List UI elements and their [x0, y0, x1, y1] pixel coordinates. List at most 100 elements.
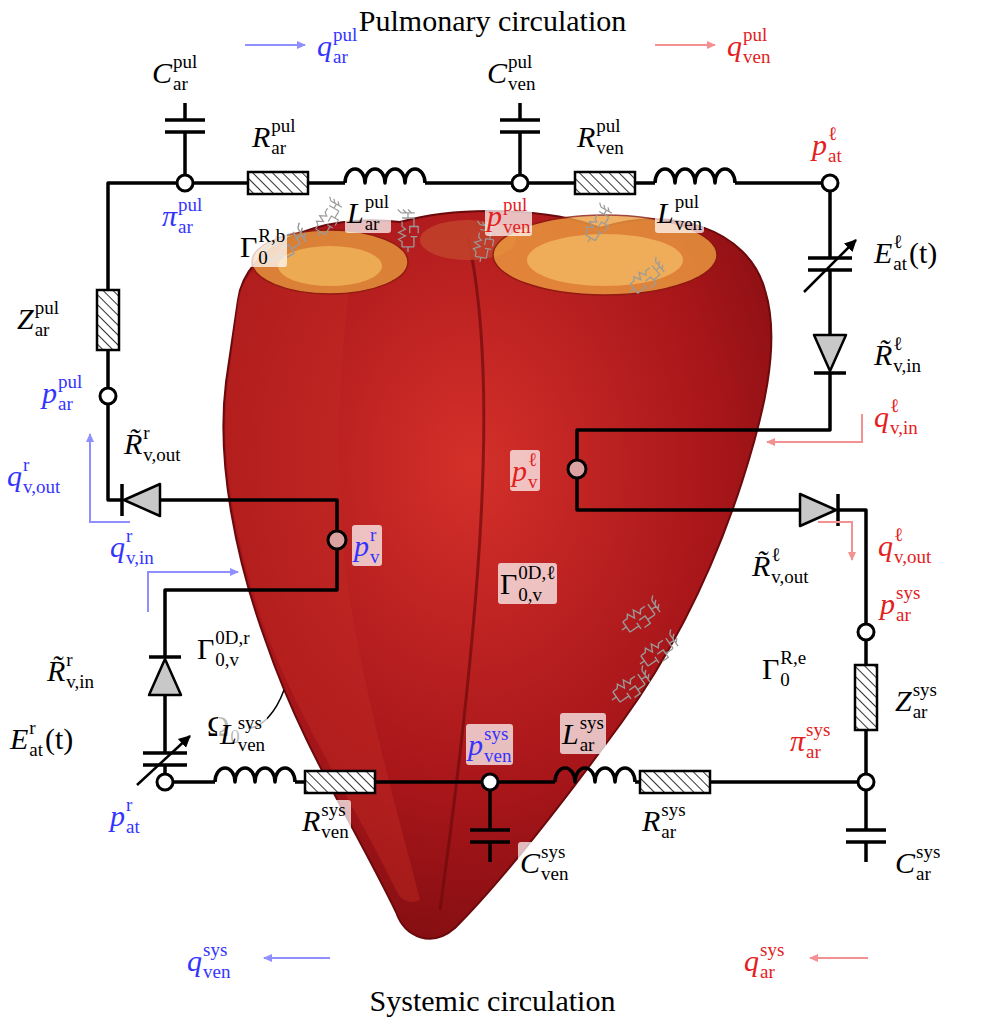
- symbol-base: R̃: [752, 551, 770, 581]
- subscript: ar: [365, 214, 389, 233]
- index-column: rv,in: [126, 526, 154, 567]
- symbol-label: psysven: [466, 724, 513, 765]
- superscript: sys: [321, 800, 348, 819]
- index-column: pul ar: [333, 25, 357, 66]
- subscript: at: [126, 817, 140, 836]
- subscript: 0: [258, 248, 285, 267]
- index-column: rv,out: [23, 455, 60, 496]
- symbol-label: qpul ar: [315, 25, 359, 66]
- superscript: ℓ: [528, 450, 538, 469]
- subscript: ven: [508, 74, 535, 93]
- symbol-base: C: [487, 58, 507, 88]
- subscript: v,in: [66, 672, 94, 691]
- symbol-base: p: [468, 730, 483, 760]
- symbol-base: p: [512, 456, 527, 486]
- superscript: pul: [35, 298, 59, 317]
- superscript: sys: [896, 583, 920, 602]
- symbol-label: ppulven: [485, 195, 532, 236]
- symbol-label: pℓat: [810, 124, 844, 165]
- symbol-label: πsysar: [788, 720, 832, 761]
- superscript: pul: [178, 195, 202, 214]
- symbol-label: prv: [352, 525, 382, 566]
- superscript: sys: [913, 680, 937, 699]
- symbol-label: Zsysar: [893, 680, 939, 721]
- variable-capacitor-arrows: [137, 240, 856, 785]
- subscript: ar: [661, 822, 685, 841]
- index-column: rat: [29, 718, 43, 759]
- subscript: ar: [580, 735, 604, 754]
- superscript: pul: [58, 372, 82, 391]
- superscript: ℓ: [893, 232, 907, 251]
- superscript: ℓ: [893, 334, 921, 353]
- symbol-label: Zpular: [15, 298, 61, 339]
- superscript: r: [370, 525, 380, 544]
- index-column: sysven: [238, 713, 265, 754]
- index-column: sysar: [580, 713, 604, 754]
- superscript: r: [143, 423, 180, 442]
- subscript: 0,v: [518, 585, 555, 604]
- superscript: pul: [333, 25, 357, 44]
- subscript: v,out: [771, 567, 808, 586]
- index-column: pulven: [743, 25, 770, 66]
- superscript: ℓ: [894, 525, 931, 544]
- index-column: sysar: [806, 720, 830, 761]
- flow-arrows: [90, 45, 868, 958]
- symbol-base: L: [220, 719, 237, 749]
- subscript: v,in: [890, 418, 918, 437]
- symbol-base: L: [657, 198, 674, 228]
- superscript: R,b: [258, 226, 285, 245]
- superscript: pul: [365, 192, 389, 211]
- symbol-label: Erat(t): [8, 718, 75, 759]
- resistor-symbols: [97, 172, 877, 793]
- symbol-label: Cpular: [150, 52, 199, 93]
- index-column: 0D,ℓ0,v: [518, 563, 555, 604]
- symbol-base: Γ: [762, 654, 779, 684]
- symbol-label: Eℓat(t): [872, 232, 939, 273]
- symbol-label: Rpulven: [575, 116, 626, 157]
- index-column: pular: [178, 195, 202, 236]
- symbol-label: qℓ v,out: [876, 525, 933, 566]
- subscript: ar: [35, 320, 59, 339]
- superscript: sys: [541, 842, 568, 861]
- index-column: sysven: [541, 842, 568, 883]
- symbol-base: q: [317, 31, 332, 61]
- superscript: pul: [271, 116, 295, 135]
- superscript: pul: [675, 192, 702, 211]
- symbol-base: C: [152, 58, 172, 88]
- symbol-base: p: [487, 201, 502, 231]
- superscript: pul: [743, 25, 770, 44]
- circuit-wires: [108, 103, 886, 862]
- superscript: pul: [596, 116, 623, 135]
- subscript: ar: [333, 47, 357, 66]
- symbol-base: q: [878, 531, 893, 561]
- index-column: ℓat: [893, 232, 907, 273]
- superscript: 0D,r: [215, 628, 249, 647]
- symbol-base: C: [520, 848, 540, 878]
- index-column: sysar: [760, 940, 784, 981]
- title: Pulmonary circulation: [0, 4, 985, 37]
- symbol-label: qrv,out: [5, 455, 62, 496]
- symbol-label: qsysar: [742, 940, 786, 981]
- index-column: ℓv: [528, 450, 538, 491]
- subscript: ven: [321, 822, 348, 841]
- symbol-label: Lsysven: [218, 713, 267, 754]
- index-column: R,b 0: [258, 226, 285, 267]
- index-column: R,e0: [780, 648, 806, 689]
- symbol-label: R̃ℓv,in: [872, 334, 923, 375]
- subscript: v,out: [894, 547, 931, 566]
- symbol-label: Csysven: [518, 842, 570, 883]
- junction-circles: [100, 175, 874, 790]
- subscript: v: [528, 472, 538, 491]
- superscript: sys: [484, 724, 511, 743]
- symbol-base: q: [187, 946, 202, 976]
- subscript: 0: [780, 670, 806, 689]
- index-column: ℓat: [828, 124, 842, 165]
- symbol-label: Cpulven: [485, 52, 537, 93]
- symbol-base: C: [895, 848, 915, 878]
- symbol-base: R̃: [124, 429, 142, 459]
- symbol-base: π: [162, 201, 177, 231]
- subscript: ven: [596, 138, 623, 157]
- subscript: ar: [271, 138, 295, 157]
- subscript: ar: [896, 605, 920, 624]
- symbol-base: q: [110, 532, 125, 562]
